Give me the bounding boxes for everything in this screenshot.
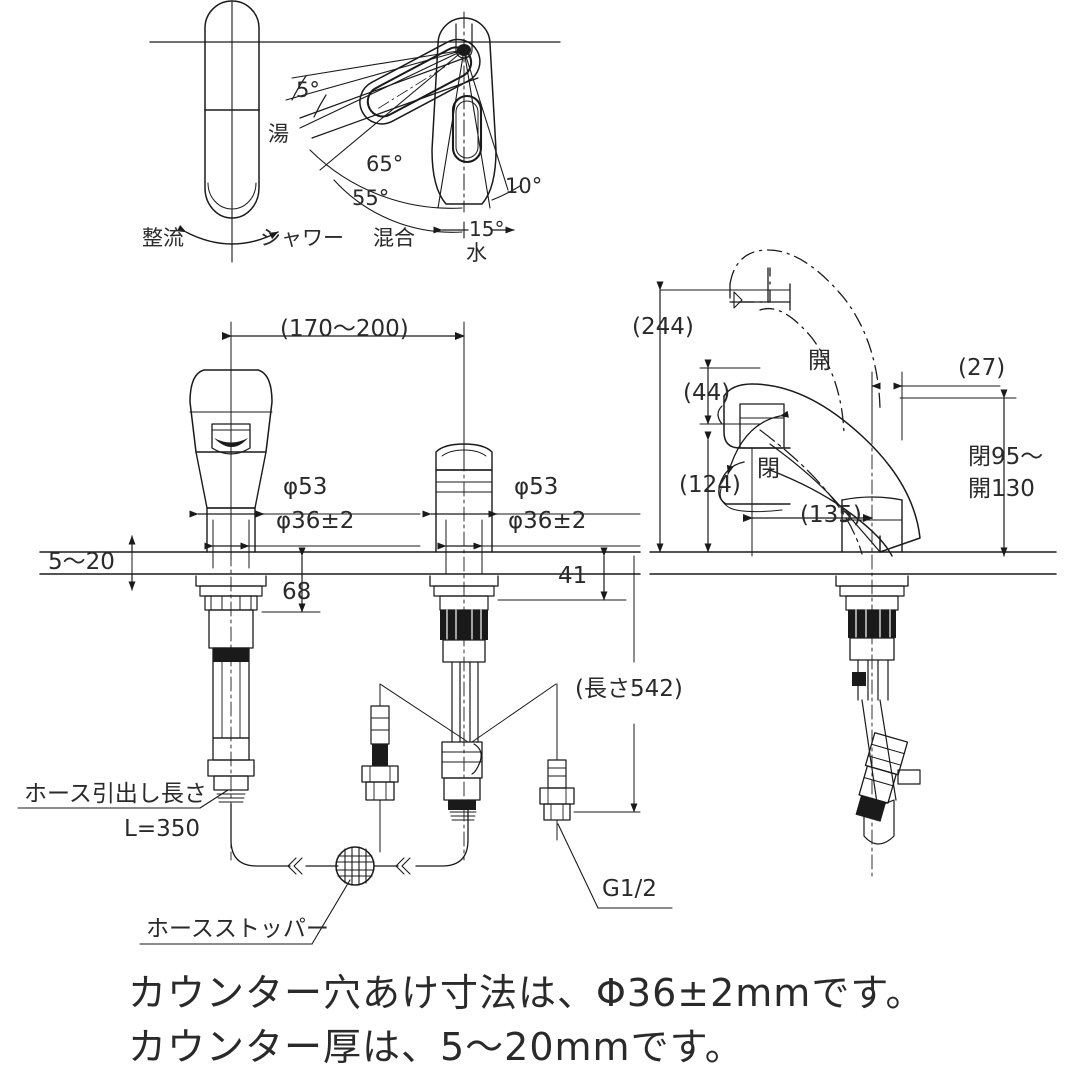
dim-lever-dia-top-label: φ53: [514, 474, 559, 500]
label-hot: 湯: [268, 122, 289, 146]
dim-body-height-label: (124): [679, 472, 741, 498]
dim-max-height-label: (244): [632, 314, 694, 340]
dim-spout-below-counter-label: 68: [282, 579, 312, 605]
note-line-2: カウンター厚は、5〜20mmです。: [128, 1025, 744, 1069]
dim-lever-below-counter-label: 41: [558, 563, 588, 589]
dim-hose-total-length-label: (長さ542): [575, 676, 683, 702]
angle-mix-range-label: 65°: [366, 152, 404, 176]
front-view-group: [17, 321, 673, 945]
angle-mid-range-label: 55°: [352, 186, 390, 210]
dim-spout-dia-top-label: φ53: [283, 474, 328, 500]
dim-outlet-height-open-label: 開130: [968, 476, 1035, 502]
dim-lever-hole-dia-label: φ36±2: [508, 508, 587, 534]
dim-outlet-height-closed-label: 閉95〜: [968, 444, 1044, 470]
top-view-group: [149, 0, 561, 263]
label-thread-spec: G1/2: [602, 876, 657, 902]
dim-reach-label: (135): [800, 502, 862, 528]
dim-spout-head-height-label: (44): [683, 380, 731, 406]
angle-hot-offset-label: 5°: [296, 78, 320, 102]
angle-cold-offset-label: 10°: [505, 174, 543, 198]
label-shower: シャワー: [260, 226, 344, 250]
label-cold: 水: [466, 241, 487, 265]
label-hose-stopper: ホースストッパー: [146, 916, 329, 942]
label-mix: 混合: [373, 226, 415, 250]
hose-stopper-symbol: [335, 846, 375, 886]
dim-spread-label: (170〜200): [280, 316, 409, 342]
side-view-group: [649, 249, 1057, 881]
label-hose-pullout-value: L=350: [124, 816, 200, 842]
label-stream: 整流: [142, 226, 184, 250]
dim-nose-offset-label: (27): [958, 355, 1006, 381]
dim-spout-hole-dia-label: φ36±2: [276, 508, 355, 534]
label-lever-close: 閉: [757, 456, 780, 482]
dim-counter-thickness-label: 5〜20: [48, 549, 115, 575]
connector-detail-right: [539, 683, 575, 841]
label-hose-pullout: ホース引出し長さ: [24, 781, 207, 807]
label-lever-open: 開: [808, 348, 831, 374]
connector-detail-left: [361, 683, 399, 853]
note-line-1: カウンター穴あけ寸法は、Φ36±2mmです。: [128, 971, 925, 1015]
angle-center-tolerance-label: 15°: [469, 217, 505, 241]
